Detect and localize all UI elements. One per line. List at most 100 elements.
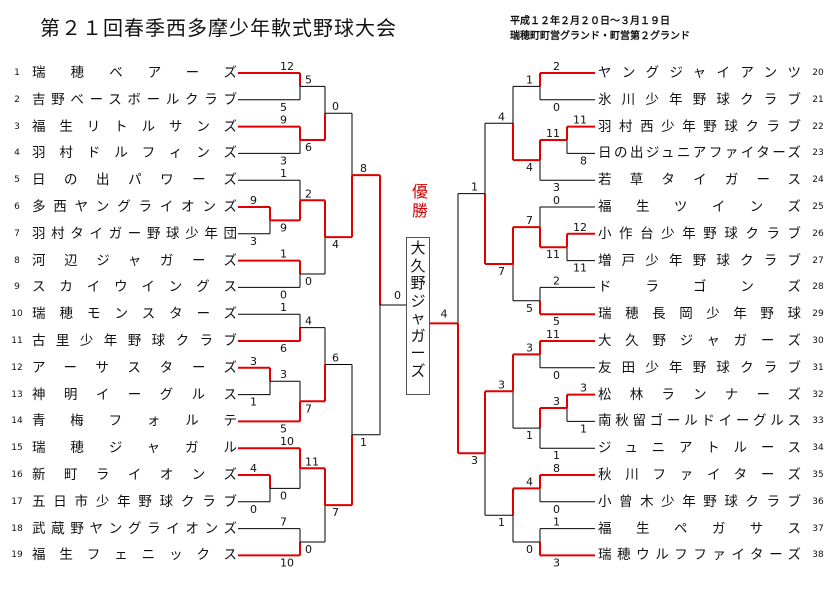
team-name: 福生ペガサス xyxy=(598,520,801,537)
team-name: 松林ランナーズ xyxy=(598,386,801,403)
score-label: 9 xyxy=(280,221,287,234)
team-name: 友田少年野球クラブ xyxy=(598,359,801,376)
seed-number: 35 xyxy=(812,470,824,480)
team-name: 小曾木少年野球クラブ xyxy=(598,493,801,510)
score-label: 0 xyxy=(305,275,312,288)
seed-number: 17 xyxy=(11,496,23,507)
score-label: 3 xyxy=(553,181,560,194)
champion-team-box: 大 久 野 ジ ャ ガ ー ズ xyxy=(406,237,430,395)
score-label: 0 xyxy=(553,503,560,516)
score-label: 1 xyxy=(280,167,287,180)
seed-number: 25 xyxy=(812,202,824,212)
seed-number: 27 xyxy=(812,255,824,266)
score-label: 0 xyxy=(394,289,401,302)
seed-number: 37 xyxy=(812,523,824,534)
team-name: 羽村ドルフィンズ xyxy=(32,145,237,162)
score-label: 1 xyxy=(553,516,560,529)
seed-number: 31 xyxy=(812,362,824,373)
score-label: 7 xyxy=(526,214,533,227)
seed-number: 12 xyxy=(11,362,23,373)
team-name: 日の出パワーズ xyxy=(32,172,237,189)
score-label: 3 xyxy=(526,341,533,354)
seed-number: 26 xyxy=(812,228,824,239)
seed-number: 11 xyxy=(11,336,23,346)
score-label: 4 xyxy=(526,161,533,174)
score-label: 11 xyxy=(546,127,560,140)
page-title: 第２１回春季西多摩少年軟式野球大会 xyxy=(40,16,397,40)
score-label: 0 xyxy=(280,288,287,301)
score-label: 0 xyxy=(553,369,560,382)
seed-number: 33 xyxy=(812,416,824,427)
seed-number: 3 xyxy=(14,121,20,132)
score-label: 4 xyxy=(498,110,505,123)
seed-number: 16 xyxy=(11,470,23,480)
score-label: 5 xyxy=(280,422,287,435)
score-label: 6 xyxy=(305,141,312,154)
score-label: 2 xyxy=(553,274,560,287)
champion-label: 優 勝 xyxy=(411,182,428,220)
score-label: 6 xyxy=(332,351,339,364)
team-name: 羽村タイガー野球少年団 xyxy=(32,225,237,242)
score-label: 0 xyxy=(250,503,257,516)
team-name: スカイウイングス xyxy=(32,279,237,296)
seed-number: 23 xyxy=(812,148,824,159)
team-name: 瑞穂ウルフファイターズ xyxy=(598,547,801,564)
team-name: 古里少年野球クラブ xyxy=(32,333,237,349)
team-name: ヤングジャイアンツ xyxy=(598,65,801,81)
score-label: 3 xyxy=(498,378,505,391)
seed-number: 18 xyxy=(11,523,23,534)
seed-number: 8 xyxy=(14,255,20,266)
score-label: 3 xyxy=(250,355,257,368)
team-name: 大久野ジャガーズ xyxy=(598,333,801,349)
score-label: 3 xyxy=(553,395,560,408)
team-name: アーサスターズ xyxy=(32,359,237,376)
team-name: ジュニアトルース xyxy=(598,440,801,457)
score-label: 5 xyxy=(553,315,560,328)
team-name: 多西ヤングライオンズ xyxy=(32,199,237,215)
team-name: 羽村西少年野球クラブ xyxy=(598,118,801,135)
team-name: 新町ライオンズ xyxy=(32,467,237,483)
score-label: 5 xyxy=(305,73,312,86)
seed-number: 13 xyxy=(11,389,23,400)
team-name: 五日市少年野球クラブ xyxy=(32,493,237,510)
team-name: 若草タイガース xyxy=(598,172,801,189)
score-label: 5 xyxy=(526,302,533,315)
seed-number: 5 xyxy=(14,175,20,186)
seed-number: 15 xyxy=(11,443,23,454)
score-label: 4 xyxy=(526,475,533,488)
seed-number: 29 xyxy=(812,309,824,320)
score-label: 3 xyxy=(280,368,287,381)
team-name: 瑞穂長岡少年野球 xyxy=(598,306,801,323)
team-name: 福生リトルサンズ xyxy=(32,118,237,135)
seed-number: 14 xyxy=(11,416,23,427)
score-label: 11 xyxy=(573,114,587,127)
team-name: 氷川少年野球クラブ xyxy=(598,91,801,108)
score-label: 1 xyxy=(360,436,367,449)
seed-number: 36 xyxy=(812,496,824,507)
team-name: ドラゴンズ xyxy=(598,279,801,296)
seed-number: 20 xyxy=(812,68,824,78)
score-label: 3 xyxy=(250,235,257,248)
score-label: 8 xyxy=(360,162,367,175)
score-label: 4 xyxy=(441,307,448,320)
score-label: 9 xyxy=(280,114,287,127)
score-label: 7 xyxy=(332,506,339,519)
score-label: 7 xyxy=(498,265,505,278)
team-name: 瑞穂ベアーズ xyxy=(32,65,237,81)
seed-number: 38 xyxy=(812,550,824,561)
score-label: 4 xyxy=(332,238,339,251)
score-label: 9 xyxy=(250,194,257,207)
score-label: 1 xyxy=(280,248,287,261)
score-label: 1 xyxy=(580,422,587,435)
team-name: 吉野ベースボールクラブ xyxy=(32,91,237,108)
tournament-period: 平成１２年２月２０日～３月１９日 瑞穂町町営グランド・町営第２グランド xyxy=(510,14,690,44)
seed-number: 4 xyxy=(14,148,20,159)
score-label: 1 xyxy=(280,301,287,314)
team-name: 増戸少年野球クラブ xyxy=(598,252,801,269)
seed-number: 30 xyxy=(812,336,824,346)
score-label: 12 xyxy=(573,221,587,234)
seed-number: 7 xyxy=(14,228,20,239)
score-label: 4 xyxy=(250,462,257,475)
